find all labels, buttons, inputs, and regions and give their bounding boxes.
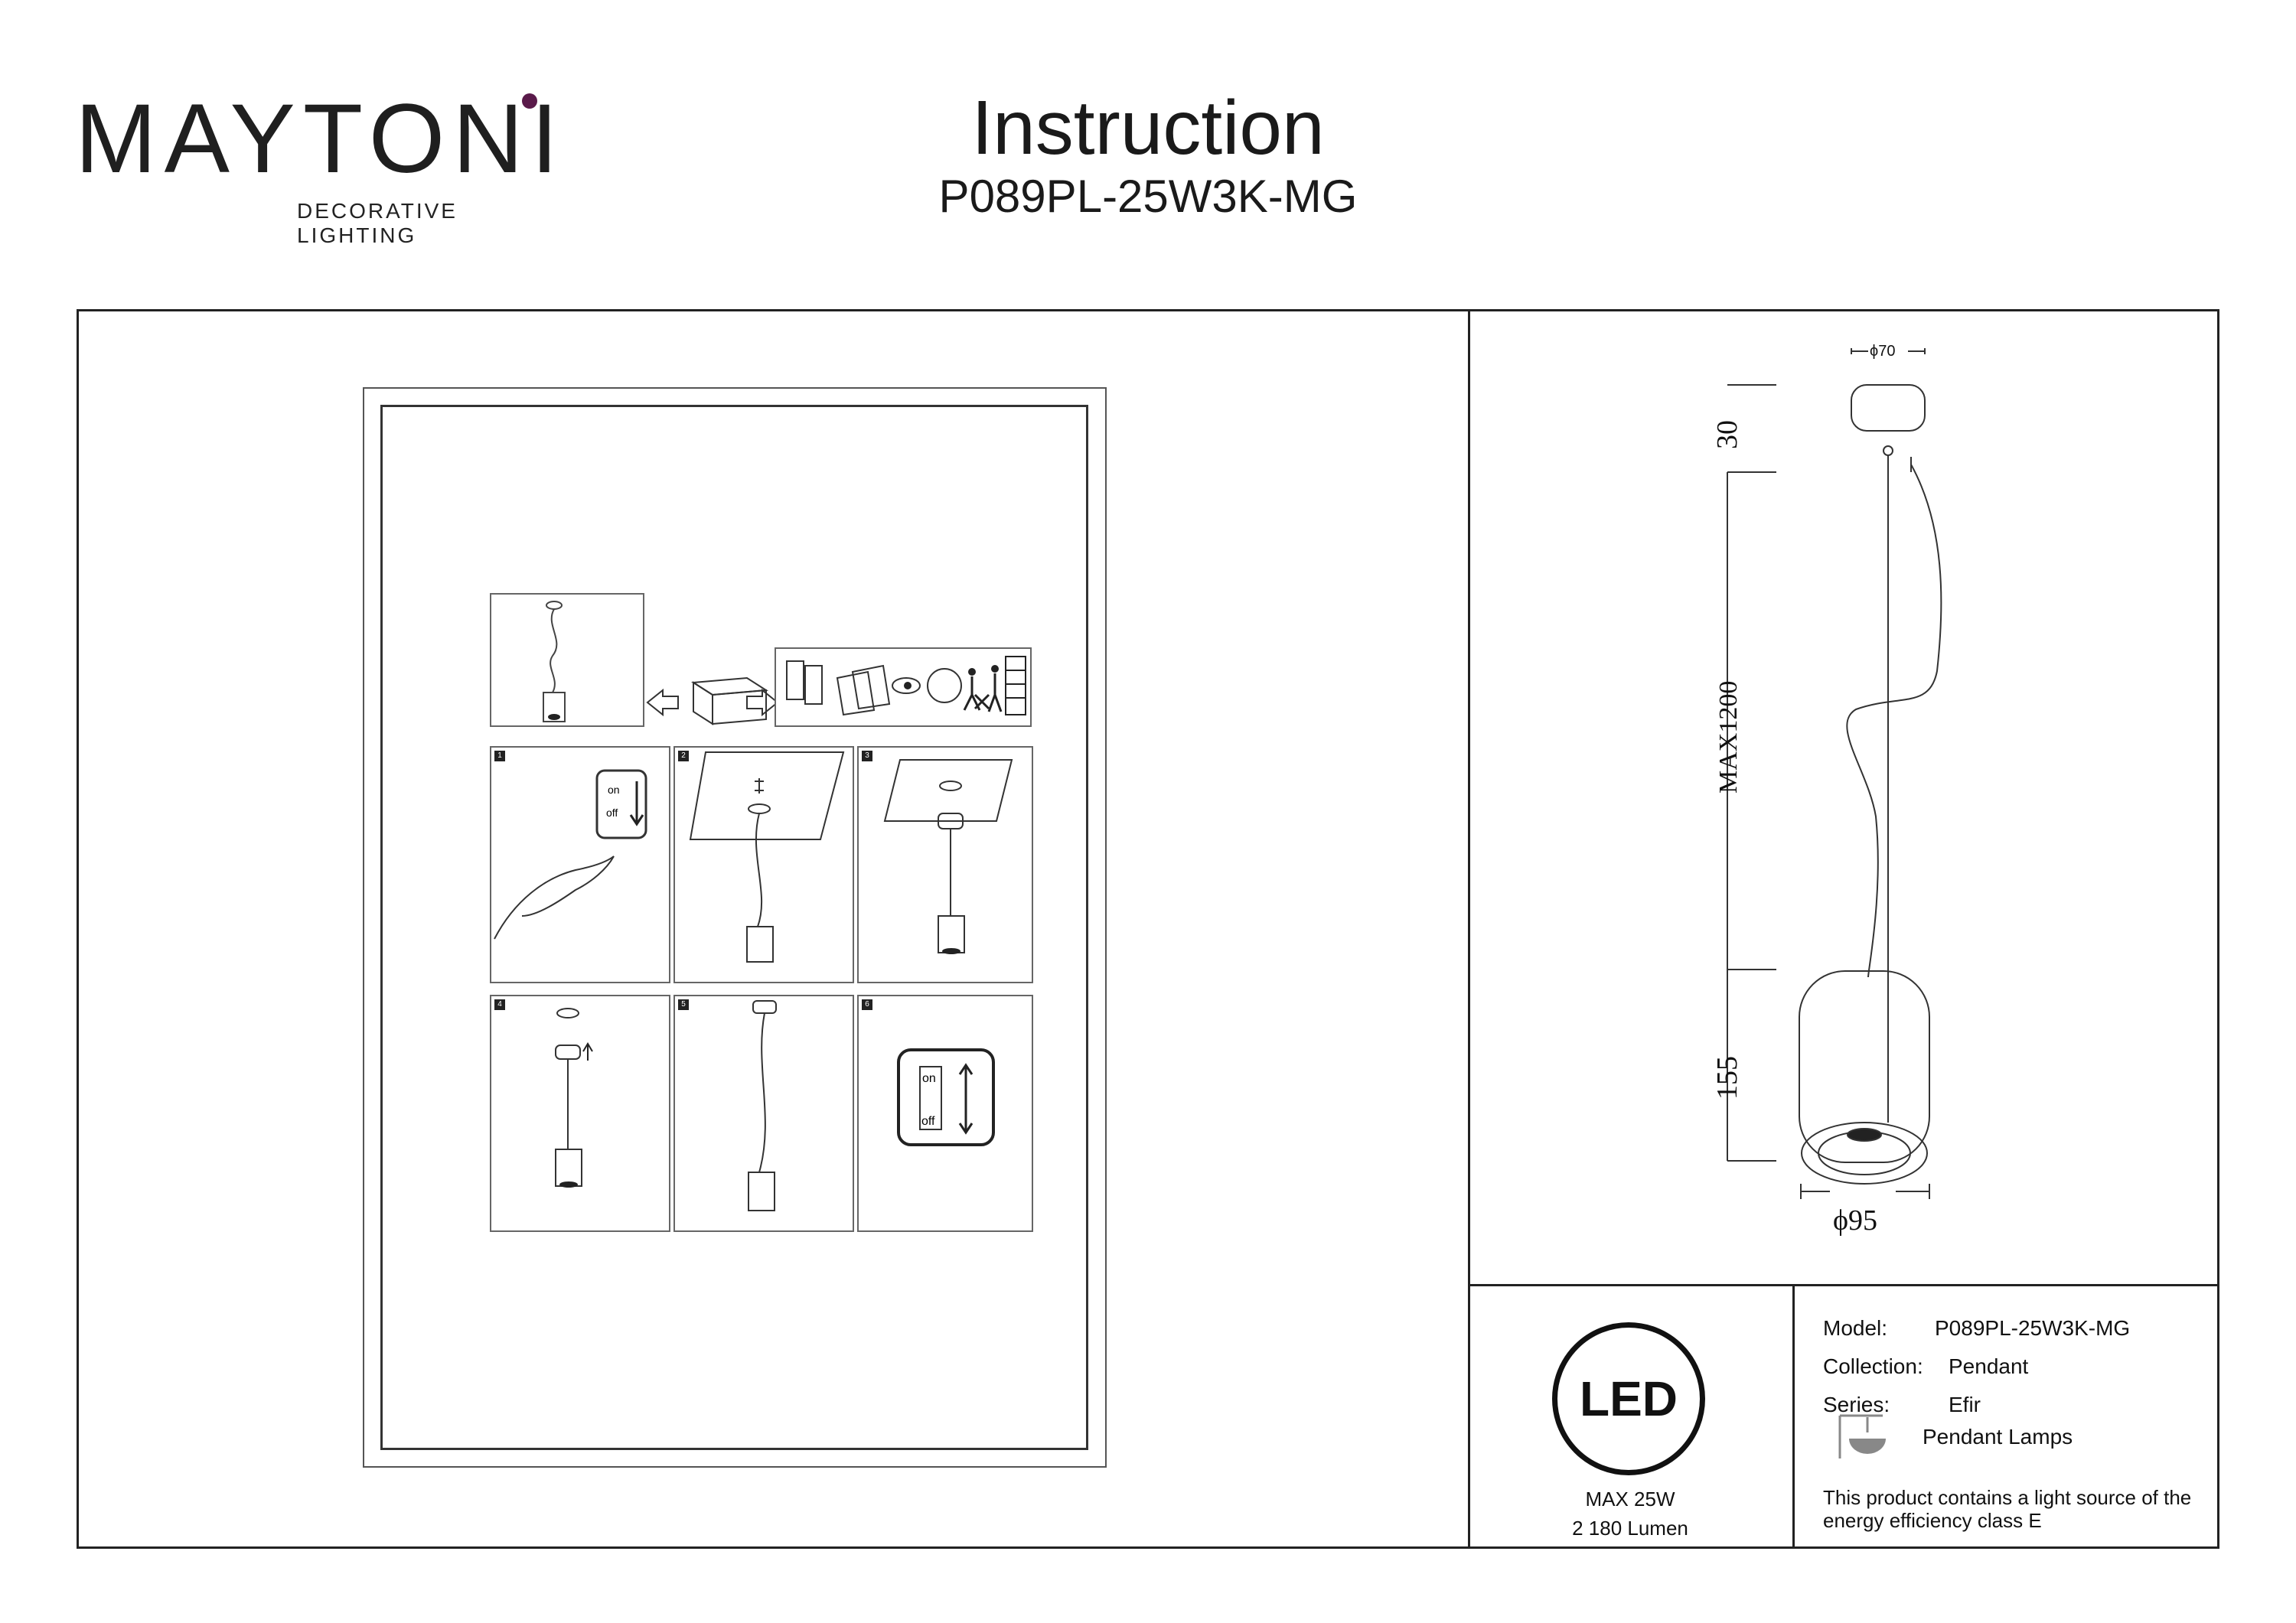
box-icon: [690, 676, 769, 725]
canopy-diameter-label: ϕ70: [1870, 343, 1895, 360]
step-number: 3: [862, 751, 872, 761]
brand-tagline: DECORATIVE LIGHTING: [297, 199, 458, 247]
document-model: P089PL-25W3K-MG: [938, 171, 1358, 222]
brand-name: MAYTONI: [75, 84, 566, 194]
led-power: MAX 25W: [1585, 1488, 1675, 1511]
unpacking-flow: [646, 676, 779, 725]
step-panel-4: 4: [490, 995, 670, 1232]
hand-icon: [494, 855, 615, 940]
carrying-icon: [987, 656, 1026, 715]
lamp-body-icon: [938, 915, 965, 953]
double-arrow-icon: [958, 1063, 974, 1135]
step-number: 4: [494, 999, 505, 1010]
step-number: 5: [678, 999, 689, 1010]
led-badge: LED: [1552, 1322, 1705, 1475]
wall-switch-icon: [595, 769, 647, 839]
product-panel: [490, 593, 644, 727]
step-number: 2: [678, 751, 689, 761]
cable-length-label: MAX1200: [1714, 681, 1743, 794]
divider-spec: [1792, 1284, 1795, 1549]
series-label: Series:: [1823, 1393, 1890, 1416]
arrow-left-icon: [646, 688, 679, 717]
document-title: Instruction: [971, 85, 1325, 171]
instruction-sheet: [363, 387, 1107, 1468]
wall-switch-icon: [897, 1048, 995, 1146]
lamp-body-icon: [746, 926, 774, 963]
switch-on-label: on: [922, 1072, 936, 1085]
technical-drawing: ϕ70 30 MAX1200 155 ϕ95: [1711, 343, 1942, 1237]
collection-value: Pendant: [1949, 1354, 2029, 1378]
switch-off-label: off: [921, 1115, 935, 1128]
model-value: P089PL-25W3K-MG: [1935, 1316, 2131, 1340]
switch-on-label: on: [608, 784, 620, 796]
eye-icon: [892, 677, 921, 694]
canopy-icon: [752, 1000, 777, 1014]
arrow-up-icon: [582, 1042, 593, 1061]
lamp-body-icon: [748, 1172, 775, 1211]
brand-logo: MAYTONI DECORATIVE LIGHTING: [75, 90, 558, 248]
step-panel-2: 2: [673, 746, 854, 983]
canopy-icon: [555, 1045, 581, 1060]
divider-horizontal: [1468, 1284, 2219, 1286]
no-water-icon: [927, 668, 962, 703]
body-height-label: 155: [1711, 1056, 1743, 1100]
safety-panel: [775, 647, 1032, 727]
main-frame: [77, 309, 2219, 1549]
step-number: 6: [862, 999, 872, 1010]
energy-note-line2: energy efficiency class E: [1823, 1509, 2042, 1532]
arrow-right-icon: [746, 688, 779, 717]
manual-icon: [786, 660, 823, 705]
switch-off-label: off: [606, 807, 618, 819]
logo-accent-dot: [522, 93, 537, 109]
canopy-shape: [1851, 384, 1926, 432]
series-value: Efir: [1949, 1393, 1981, 1416]
instruction-sheet-border: [380, 405, 1088, 1450]
pendant-sketch-icon: [543, 601, 566, 722]
led-lumen: 2 180 Lumen: [1572, 1517, 1688, 1540]
step-panel-1: 1 on off: [490, 746, 670, 983]
lamp-body-shape: [1799, 970, 1930, 1163]
divider-vertical: [1468, 309, 1470, 1549]
ceiling-icon: [883, 759, 1013, 822]
model-label: Model:: [1823, 1316, 1888, 1340]
arrow-down-icon: [629, 781, 644, 826]
canopy-icon: [748, 803, 771, 814]
energy-note-line1: This product contains a light source of …: [1823, 1486, 2192, 1509]
step-panel-5: 5: [673, 995, 854, 1232]
pendant-lamp-icon: [1838, 1414, 1886, 1458]
ceiling-icon: [689, 751, 845, 840]
step-number: 1: [494, 751, 505, 761]
papers-icon: [836, 664, 891, 716]
category-label: Pendant Lamps: [1923, 1425, 2073, 1449]
collection-label: Collection:: [1823, 1354, 1923, 1378]
disposal-icon: [963, 668, 990, 711]
power-cord: [1846, 464, 1942, 978]
body-diameter-label: ϕ95: [1833, 1204, 1877, 1237]
step-panel-6: 6 on off: [857, 995, 1033, 1232]
canopy-height-label: 30: [1711, 420, 1743, 449]
lamp-body-icon: [555, 1149, 582, 1187]
step-panel-3: 3: [857, 746, 1033, 983]
